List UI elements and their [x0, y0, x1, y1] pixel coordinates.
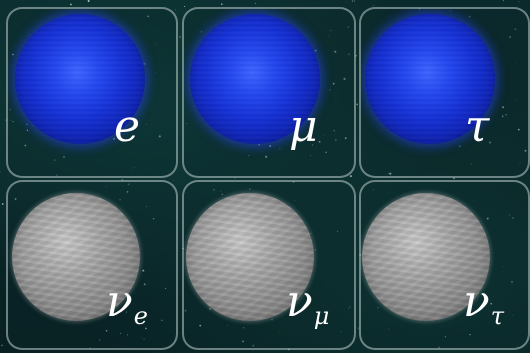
muon-neutrino-sphere [186, 193, 314, 321]
muon-label: μ [289, 105, 319, 153]
star [1, 202, 4, 205]
star [1, 344, 3, 347]
muon-neutrino-label: νμ [286, 280, 330, 330]
star [354, 0, 356, 2]
tile-electron-neutrino: νe [6, 180, 178, 350]
star [351, 0, 354, 2]
muon-sphere [190, 14, 320, 144]
tau-neutrino-subscript: τ [490, 302, 505, 330]
star [173, 179, 175, 181]
star [0, 171, 1, 173]
star [87, 0, 90, 2]
tau-sphere [365, 14, 495, 144]
star [502, 0, 505, 2]
tile-electron: e [6, 7, 178, 178]
star [518, 1, 520, 3]
star [356, 103, 359, 106]
tau-neutrino-label: ντ [463, 280, 505, 330]
star [346, 2, 348, 4]
electron-symbol: e [114, 101, 141, 152]
star [174, 9, 176, 11]
star [221, 3, 223, 5]
tile-muon: μ [182, 7, 356, 178]
tau-label: τ [465, 105, 490, 153]
star [373, 4, 374, 6]
star [179, 36, 182, 38]
tau-symbol: τ [465, 101, 490, 152]
electron-neutrino-subscript: e [133, 302, 148, 330]
electron-neutrino-label: νe [106, 280, 148, 330]
electron-neutrino-symbol: ν [106, 276, 133, 327]
tau-neutrino-symbol: ν [463, 276, 490, 327]
star [183, 5, 186, 8]
electron-label: e [114, 105, 141, 153]
electron-sphere [15, 14, 145, 144]
tile-tau-neutrino: ντ [359, 180, 530, 350]
electron-neutrino-sphere [12, 193, 140, 321]
tile-tau: τ [359, 7, 530, 178]
star [70, 3, 72, 6]
tile-muon-neutrino: νμ [182, 180, 356, 350]
star [349, 175, 352, 178]
muon-symbol: μ [289, 101, 318, 152]
tau-neutrino-sphere [362, 193, 490, 321]
muon-neutrino-subscript: μ [313, 302, 330, 330]
star [255, 2, 257, 4]
muon-neutrino-symbol: ν [286, 276, 313, 327]
